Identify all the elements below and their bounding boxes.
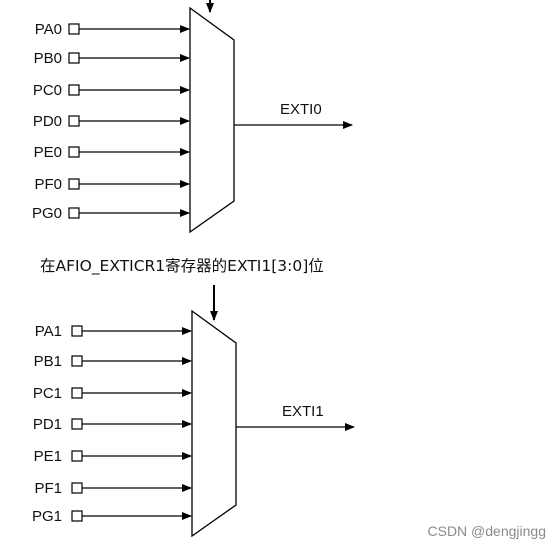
input-pin-pb0: PB0 [34,50,190,67]
pin-label: PF0 [34,176,62,193]
pin-label: PG0 [32,205,62,222]
pin-terminal-box [71,418,83,430]
input-pin-pe1: PE1 [34,448,192,465]
register-caption: 在AFIO_EXTICR1寄存器的EXTI1[3:0]位 [40,257,324,276]
output-label-exti1: EXTI1 [282,403,324,420]
pin-label: PE1 [34,448,62,465]
input-pin-pg0: PG0 [32,205,190,222]
mux-top-body [189,6,235,234]
pin-terminal-box [71,325,83,337]
pin-terminal-box [71,387,83,399]
input-pin-pf0: PF0 [34,176,190,193]
input-pin-pa1: PA1 [35,323,192,340]
pin-label: PD0 [33,113,62,130]
input-pin-pb1: PB1 [34,353,192,370]
pin-terminal-box [71,510,83,522]
pin-terminal-box [71,450,83,462]
pin-label: PB1 [34,353,62,370]
watermark-text: CSDN @dengjingg [428,523,547,539]
pin-label: PA1 [35,323,62,340]
pin-label: PD1 [33,416,62,433]
mux-bottom-body [191,309,237,538]
output-label-exti0: EXTI0 [280,101,322,118]
input-pin-pc1: PC1 [33,385,192,402]
pin-terminal-box [71,482,83,494]
input-pin-pe0: PE0 [34,144,190,161]
pin-label: PE0 [34,144,62,161]
pin-label: PF1 [34,480,62,497]
pin-terminal-box [68,146,80,158]
pin-label: PG1 [32,508,62,525]
pin-terminal-box [71,355,83,367]
pin-label: PC1 [33,385,62,402]
pin-terminal-box [68,84,80,96]
pin-terminal-box [68,23,80,35]
pin-label: PA0 [35,21,62,38]
pin-label: PC0 [33,82,62,99]
input-pin-pd1: PD1 [33,416,192,433]
pin-terminal-box [68,178,80,190]
input-pin-pc0: PC0 [33,82,190,99]
pin-terminal-box [68,115,80,127]
input-pin-pf1: PF1 [34,480,192,497]
pin-label: PB0 [34,50,62,67]
input-pin-pg1: PG1 [32,508,192,525]
pin-terminal-box [68,52,80,64]
input-pin-pa0: PA0 [35,21,190,38]
input-pin-pd0: PD0 [33,113,190,130]
pin-terminal-box [68,207,80,219]
